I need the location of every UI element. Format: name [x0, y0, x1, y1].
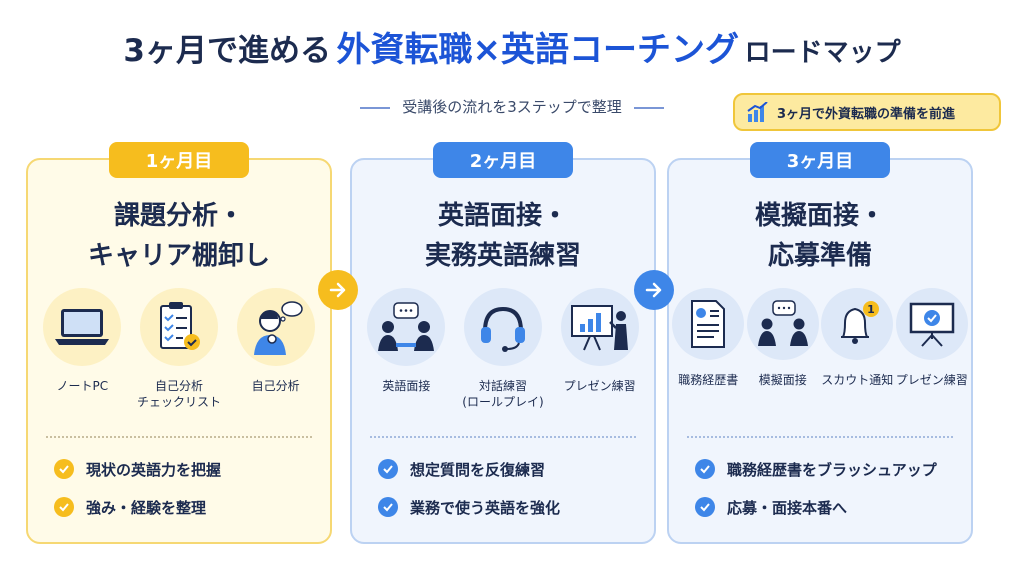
check-text: 想定質問を反復練習: [410, 460, 546, 479]
check-icon: [54, 497, 74, 517]
icon-row: 英語面接 対話練習 (ロールプレイ): [358, 288, 648, 410]
check-icon: [54, 459, 74, 479]
thinking-person-icon: [253, 301, 303, 355]
icon-label: 自己分析: [251, 379, 300, 393]
check-text: 応募・面接本番へ: [727, 498, 848, 517]
laptop-icon: [55, 309, 110, 345]
check-text: 業務で使う英語を強化: [410, 498, 561, 517]
step-title: 英語面接・ 実務英語練習: [352, 196, 654, 276]
icon-row: 職務経歴書 模擬面接: [671, 288, 969, 388]
step-card-month-1: 1ヶ月目 課題分析・ キャリア棚卸し ノートPC: [26, 142, 332, 544]
step-card-month-2: 2ヶ月目 英語面接・ 実務英語練習 英語面接: [350, 142, 656, 544]
subtitle-text: 受講後の流れを3ステップで整理: [402, 98, 622, 116]
mock-interview-icon: [757, 300, 808, 346]
check-item: 応募・面接本番へ: [695, 494, 961, 520]
presentation-icon: [570, 305, 628, 351]
divider: [46, 436, 312, 438]
subtitle: 受講後の流れを3ステップで整理: [0, 96, 1024, 117]
bell-notification-icon: 1: [841, 301, 880, 344]
icon-item: 職務経歴書: [671, 288, 745, 388]
title-part-2: 外資転職×英語コーチング: [336, 30, 740, 70]
check-icon: [378, 459, 398, 479]
icon-label: プレゼン練習: [563, 379, 636, 393]
check-text: 強み・経験を整理: [86, 498, 207, 517]
subtitle-line-right: [633, 106, 664, 109]
step-title: 課題分析・ キャリア棚卸し: [28, 196, 330, 276]
icon-item: プレゼン練習: [895, 288, 969, 388]
icon-row: ノートPC 自己分析 チェックリスト: [34, 288, 324, 410]
step-title-line-1: 課題分析・: [113, 201, 244, 231]
step-title-line-1: 英語面接・: [437, 201, 568, 231]
icon-item: 1 スカウト通知: [820, 288, 894, 388]
icon-label: ノートPC: [56, 379, 109, 393]
check-item: 職務経歴書をブラッシュアップ: [695, 456, 961, 482]
icon-label: 模擬面接: [758, 373, 807, 387]
check-text: 現状の英語力を把握: [86, 460, 222, 479]
check-icon: [695, 459, 715, 479]
resume-icon: [691, 300, 726, 348]
headset-icon: [480, 306, 525, 352]
icon-label: プレゼン練習: [895, 373, 968, 387]
month-pill: 1ヶ月目: [109, 142, 249, 178]
step-title: 模擬面接・ 応募準備: [669, 196, 971, 276]
check-icon: [378, 497, 398, 517]
icon-item: 英語面接: [358, 288, 454, 410]
badge-label: 3ヶ月で外資転職の準備を前進: [777, 106, 956, 122]
icon-item: 自己分析: [228, 288, 324, 410]
check-list: 現状の英語力を把握 強み・経験を整理: [54, 456, 320, 532]
check-list: 想定質問を反復練習 業務で使う英語を強化: [378, 456, 644, 532]
next-step-arrow-icon: [318, 270, 358, 310]
icon-item: プレゼン練習: [552, 288, 648, 410]
step-card-month-3: 3ヶ月目 模擬面接・ 応募準備 職務経歴書: [667, 142, 973, 544]
subtitle-line-left: [360, 106, 391, 109]
icon-item: ノートPC: [34, 288, 130, 410]
summary-badge: 3ヶ月で外資転職の準備を前進: [733, 93, 1001, 131]
next-step-arrow-icon: [634, 270, 674, 310]
step-title-line-2: 応募準備: [767, 241, 872, 271]
icon-item: 対話練習 (ロールプレイ): [455, 288, 551, 410]
check-item: 業務で使う英語を強化: [378, 494, 644, 520]
interview-icon: [378, 302, 435, 351]
icon-label: スカウト通知: [821, 373, 894, 387]
icon-label: 職務経歴書: [678, 373, 739, 387]
month-pill: 3ヶ月目: [750, 142, 890, 178]
presentation-board-icon: [909, 302, 954, 347]
step-title-line-2: 実務英語練習: [424, 241, 581, 271]
icon-label: 自己分析 チェックリスト: [136, 379, 221, 409]
notification-count: 1: [867, 303, 875, 316]
check-icon: [695, 497, 715, 517]
check-item: 現状の英語力を把握: [54, 456, 320, 482]
check-text: 職務経歴書をブラッシュアップ: [727, 460, 937, 479]
title-part-3: ロードマップ: [744, 38, 901, 68]
check-item: 強み・経験を整理: [54, 494, 320, 520]
divider: [370, 436, 636, 438]
title-part-1: 3ヶ月で進める: [123, 33, 331, 69]
icon-item: 模擬面接: [746, 288, 820, 388]
icon-label: 対話練習 (ロールプレイ): [462, 379, 544, 409]
divider: [687, 436, 953, 438]
check-item: 想定質問を反復練習: [378, 456, 644, 482]
page-title: 3ヶ月で進める 外資転職×英語コーチング ロードマップ: [0, 22, 1024, 71]
month-pill: 2ヶ月目: [433, 142, 573, 178]
step-title-line-1: 模擬面接・: [754, 201, 885, 231]
checklist-icon: [159, 302, 200, 350]
bar-chart-icon: [747, 102, 768, 122]
icon-item: 自己分析 チェックリスト: [131, 288, 227, 410]
icon-label: 英語面接: [382, 379, 431, 393]
check-list: 職務経歴書をブラッシュアップ 応募・面接本番へ: [695, 456, 961, 532]
step-title-line-2: キャリア棚卸し: [87, 241, 270, 271]
